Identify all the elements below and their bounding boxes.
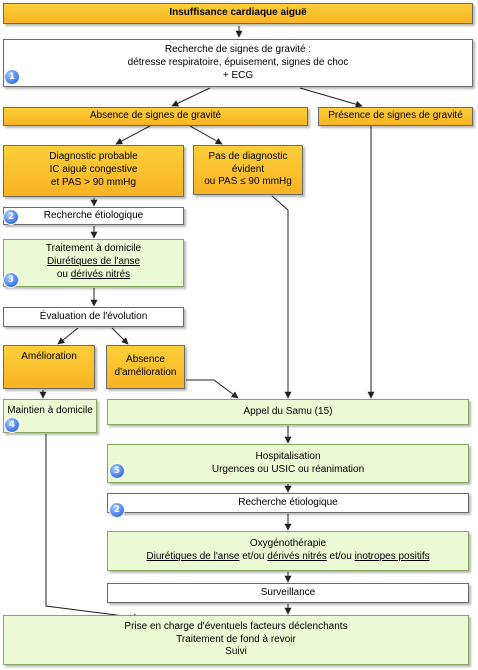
maintien-text: Maintien à domicile (7, 405, 93, 416)
recherche-etio-1-box: Recherche étiologique (3, 207, 184, 225)
presence-gravite-box: Présence de signes de gravité (318, 107, 473, 126)
appel-samu-text: Appel du Samu (15) (243, 405, 333, 417)
absence-gravite-box: Absence de signes de gravité (3, 107, 308, 126)
traitement-line-3-prefix: ou (56, 268, 71, 280)
pas-diag-line-2: évident (231, 163, 265, 175)
oxygeno-diuretiques-link[interactable]: Diurétiques de l'anse (146, 551, 240, 562)
step-badge-3: 3 (4, 273, 18, 287)
hosp-line-2: Urgences ou USIC ou réanimation (211, 463, 365, 475)
oxygeno-derives-nitres-link[interactable]: dérivés nitrés (267, 551, 327, 562)
appel-samu-box: Appel du Samu (15) (107, 399, 469, 425)
arrow-absence-amelio-to-samu (186, 379, 239, 399)
diag-probable-line-1: Diagnostic probable (49, 151, 138, 162)
derives-nitres-link[interactable]: dérivés nitrés (70, 268, 131, 280)
absence-gravite-text: Absence de signes de gravité (89, 110, 222, 122)
step-badge-4: 4 (5, 418, 19, 432)
traitement-domicile-box: Traitement à domicile Diurétiques de l'a… (3, 239, 184, 287)
oxygeno-sep-2: et/ou (326, 551, 355, 562)
surveillance-text: Surveillance (260, 586, 316, 598)
recherche-etio-1-text: Recherche étiologique (43, 209, 144, 221)
oxygeno-box: Oxygénothérapie Diurétiques de l'anse et… (107, 531, 469, 571)
arrow-maintien-to-priseencharge (45, 434, 141, 621)
hospitalisation-box: Hospitalisation Urgences ou USIC ou réan… (107, 444, 469, 483)
absence-amelio-line-1: Absence (126, 354, 165, 366)
diag-probable-box: Diagnostic probable IC aiguë congestive … (3, 145, 184, 197)
prise-en-charge-box: Prise en charge d'éventuels facteurs déc… (3, 615, 469, 665)
maintien-box: Maintien à domicile (3, 399, 97, 433)
arrow-eval-to-absence-amelio (111, 327, 129, 345)
title-text: Insuffisance cardiaque aiguë (169, 7, 307, 19)
prise-line-1: Prise en charge d'éventuels facteurs déc… (124, 620, 348, 632)
oxygeno-sep-1: et/ou (239, 551, 268, 562)
gravite-search-box: Recherche de signes de gravité : détress… (3, 39, 473, 87)
diuretiques-anse-link[interactable]: Diurétiques de l'anse (46, 255, 141, 267)
arrow-gravite-to-absence (171, 87, 211, 107)
arrow-absence-to-probable (115, 125, 151, 145)
prise-line-3: Suivi (225, 646, 247, 658)
gravite-line-2: détresse respiratoire, épuisement, signe… (127, 56, 349, 68)
evaluation-text: Évaluation de l'évolution (39, 310, 148, 322)
gravite-line-3: + ECG (222, 69, 254, 81)
amelioration-box: Amélioration (3, 345, 95, 389)
arrow-pasdiag-to-samu (271, 195, 292, 399)
oxygeno-line-1: Oxygénothérapie (249, 538, 327, 550)
amelioration-text: Amélioration (21, 351, 77, 362)
prise-line-2: Traitement de fond à revoir (176, 633, 296, 645)
pas-diag-box: Pas de diagnostic évident ou PAS ≤ 90 mm… (193, 145, 303, 195)
recherche-etio-2-text: Recherche étiologique (238, 496, 338, 508)
hosp-line-1: Hospitalisation (255, 450, 321, 462)
gravite-line-1: Recherche de signes de gravité : (164, 44, 312, 55)
surveillance-box: Surveillance (107, 583, 469, 603)
step-badge-2a: 2 (4, 210, 18, 224)
recherche-etio-2-box: Recherche étiologique (107, 493, 469, 513)
oxygeno-line-2: Diurétiques de l'anse et/ou dérivés nitr… (146, 551, 429, 564)
traitement-line-2: Diurétiques de l'anse (47, 256, 140, 269)
absence-amelioration-box: Absence d'amélioration (106, 345, 185, 389)
diag-probable-line-3: et PAS > 90 mmHg (50, 176, 137, 188)
arrow-absence-to-pasdiag (189, 125, 223, 145)
pas-diag-line-1: Pas de diagnostic (208, 150, 288, 162)
step-badge-1: 1 (5, 70, 19, 84)
absence-amelio-line-2: d'amélioration (114, 367, 177, 378)
presence-gravite-text: Présence de signes de gravité (328, 110, 463, 122)
evaluation-box: Évaluation de l'évolution (3, 307, 184, 327)
arrow-gravite-to-presence (299, 87, 363, 108)
diag-probable-line-2: IC aiguë congestive (49, 163, 138, 175)
pas-diag-line-3: ou PAS ≤ 90 mmHg (204, 176, 292, 188)
step-badge-2b: 2 (110, 503, 124, 517)
oxygeno-inotropes-link[interactable]: inotropes positifs (354, 551, 430, 562)
title-box: Insuffisance cardiaque aiguë (3, 3, 473, 24)
traitement-line-1: Traitement à domicile (45, 243, 142, 254)
traitement-line-3: ou dérivés nitrés (57, 269, 130, 282)
arrow-eval-to-amelioration (57, 327, 79, 345)
step-badge-5: 5 (110, 464, 124, 478)
